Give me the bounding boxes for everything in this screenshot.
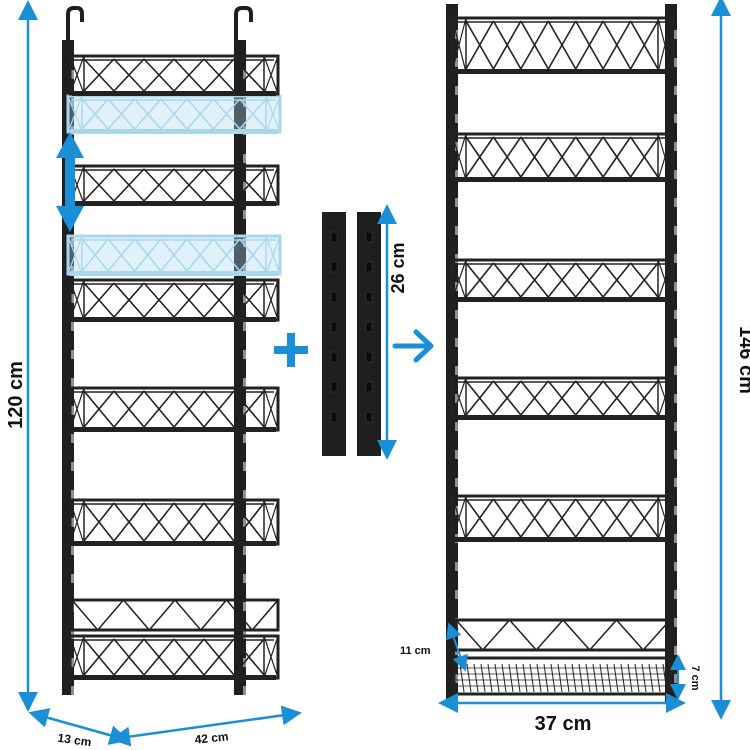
left-basket-guard-rail xyxy=(70,598,280,632)
depth-dimension: 13 cm xyxy=(28,708,130,750)
right-baskets xyxy=(450,16,674,696)
height-dimension-right: 146 cm xyxy=(711,0,750,720)
double-arrow-vertical-icon xyxy=(56,132,84,232)
extension-bar-slots xyxy=(330,231,373,423)
extension-bars: 26 cm xyxy=(322,204,408,460)
right-basket-1 xyxy=(450,16,674,74)
height-label-left: 120 cm xyxy=(5,361,27,429)
left-basket-4 xyxy=(68,386,280,432)
ghost-basket-lower xyxy=(66,234,282,276)
extension-length-label: 26 cm xyxy=(388,242,408,293)
basket-gap-label: 11 cm xyxy=(400,645,431,657)
left-upright-2 xyxy=(234,40,246,695)
left-basket-3 xyxy=(68,278,280,322)
basket-depth-dimension: 7 cm xyxy=(670,654,701,700)
width-label-right: 37 cm xyxy=(535,713,592,735)
right-basket-3 xyxy=(450,258,674,302)
basket-gap-dimension: 11 cm xyxy=(400,622,468,672)
right-basket-bottom xyxy=(452,656,672,696)
width-label-left: 42 cm xyxy=(194,729,229,746)
height-label-right: 146 cm xyxy=(735,326,750,394)
depth-label: 13 cm xyxy=(57,731,93,750)
left-basket-6 xyxy=(68,634,280,680)
right-basket-5 xyxy=(450,494,674,542)
plus-icon xyxy=(274,333,308,367)
left-basket-1 xyxy=(68,54,280,96)
basket-depth-label: 7 cm xyxy=(689,665,701,690)
left-basket-5 xyxy=(68,498,280,546)
ghost-basket-upper xyxy=(66,94,282,134)
right-basket-4 xyxy=(450,376,674,420)
left-baskets xyxy=(68,54,280,680)
right-rack xyxy=(446,4,677,702)
right-basket-2 xyxy=(450,132,674,182)
left-rack xyxy=(56,6,282,695)
left-basket-2 xyxy=(68,164,280,206)
door-hook-right xyxy=(234,6,253,42)
right-basket-guard-rail xyxy=(454,618,672,652)
width-dimension-right: 37 cm xyxy=(438,693,686,735)
door-hook-left xyxy=(66,6,84,42)
width-dimension-left: 42 cm xyxy=(110,705,302,747)
height-dimension-left: 120 cm xyxy=(5,0,38,712)
right-upright-slots xyxy=(455,30,677,683)
arrow-right-icon xyxy=(392,329,434,363)
adjust-position-ghosts xyxy=(66,94,282,276)
